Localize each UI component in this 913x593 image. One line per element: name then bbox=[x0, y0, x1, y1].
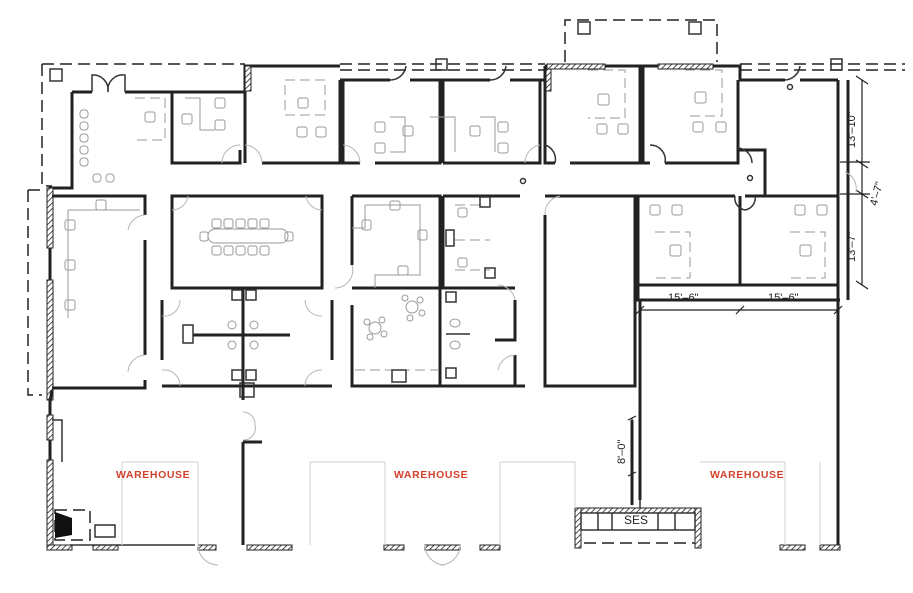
hatched-walls bbox=[46, 63, 841, 551]
warehouse-walls bbox=[48, 389, 634, 546]
waiting-chairs-icon bbox=[79, 109, 115, 183]
furniture bbox=[54, 69, 828, 541]
canopy-outline bbox=[27, 19, 905, 396]
middle-offices bbox=[52, 194, 640, 400]
workstation-cluster-icon bbox=[182, 289, 259, 398]
conference-table-icon bbox=[199, 218, 294, 256]
dimension-lines bbox=[627, 75, 870, 480]
storage-racks bbox=[121, 461, 821, 545]
restroom-fixture-icon bbox=[445, 291, 470, 379]
door-swings bbox=[91, 65, 801, 566]
ses-equipment bbox=[580, 500, 696, 544]
east-offices bbox=[630, 194, 840, 505]
top-offices bbox=[170, 66, 850, 300]
